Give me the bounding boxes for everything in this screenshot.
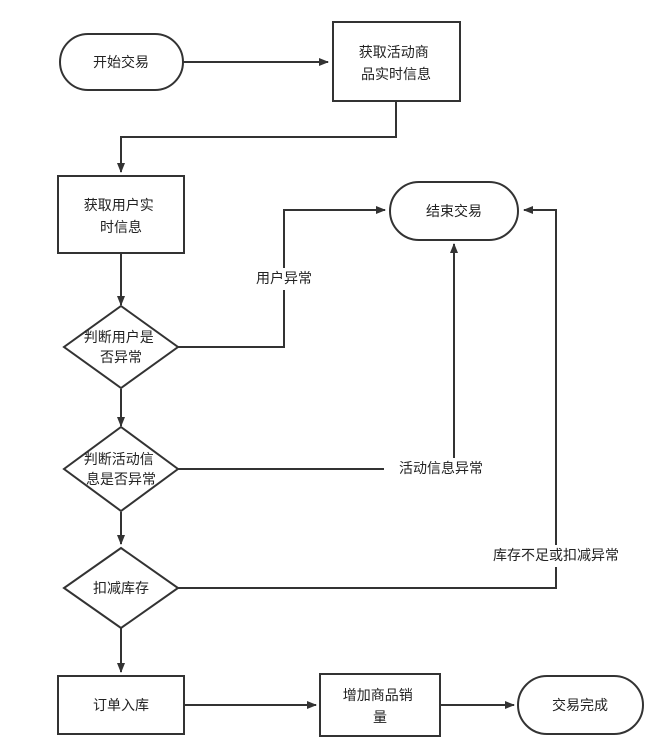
node-check-activity: 判断活动信 息是否异常: [62, 425, 180, 513]
edge-deduct-to-end: [178, 206, 557, 589]
node-end-trade-label: 结束交易: [426, 203, 482, 220]
node-add-sales-label: 增加商品销 量: [343, 688, 417, 726]
edge-label-stock-abnormal: 库存不足或扣减异常: [472, 545, 640, 567]
edge-label-user-abnormal: 用户异常: [246, 268, 322, 290]
node-check-user-label: 判断用户是 否异常: [84, 329, 158, 366]
node-get-activity-info-label: 获取活动商 品实时信息: [359, 45, 433, 83]
node-check-activity-label: 判断活动信 息是否异常: [84, 452, 158, 488]
node-check-user: 判断用户是 否异常: [62, 304, 180, 390]
node-get-activity-info: 获取活动商 品实时信息: [332, 21, 461, 102]
node-order-in: 订单入库: [57, 675, 185, 735]
edge-label-stock-abnormal-text: 库存不足或扣减异常: [493, 548, 619, 564]
node-deduct-stock: 扣减库存: [62, 546, 180, 630]
node-get-user-info-label: 获取用户实 时信息: [84, 197, 158, 236]
edge-label-activity-abnormal-text: 活动信息异常: [399, 460, 483, 477]
node-trade-done: 交易完成: [517, 675, 644, 735]
node-get-user-info: 获取用户实 时信息: [57, 175, 185, 254]
edge-label-activity-abnormal: 活动信息异常: [384, 458, 498, 480]
edge-get-activity-to-get-user: [117, 101, 397, 173]
node-end-trade: 结束交易: [389, 181, 519, 241]
node-start-trade-label: 开始交易: [93, 54, 149, 71]
node-add-sales: 增加商品销 量: [319, 673, 441, 737]
node-order-in-label: 订单入库: [93, 698, 149, 714]
node-deduct-stock-label: 扣减库存: [93, 581, 149, 597]
node-start-trade: 开始交易: [59, 33, 184, 91]
edge-label-user-abnormal-text: 用户异常: [256, 270, 312, 287]
node-trade-done-label: 交易完成: [552, 697, 608, 714]
